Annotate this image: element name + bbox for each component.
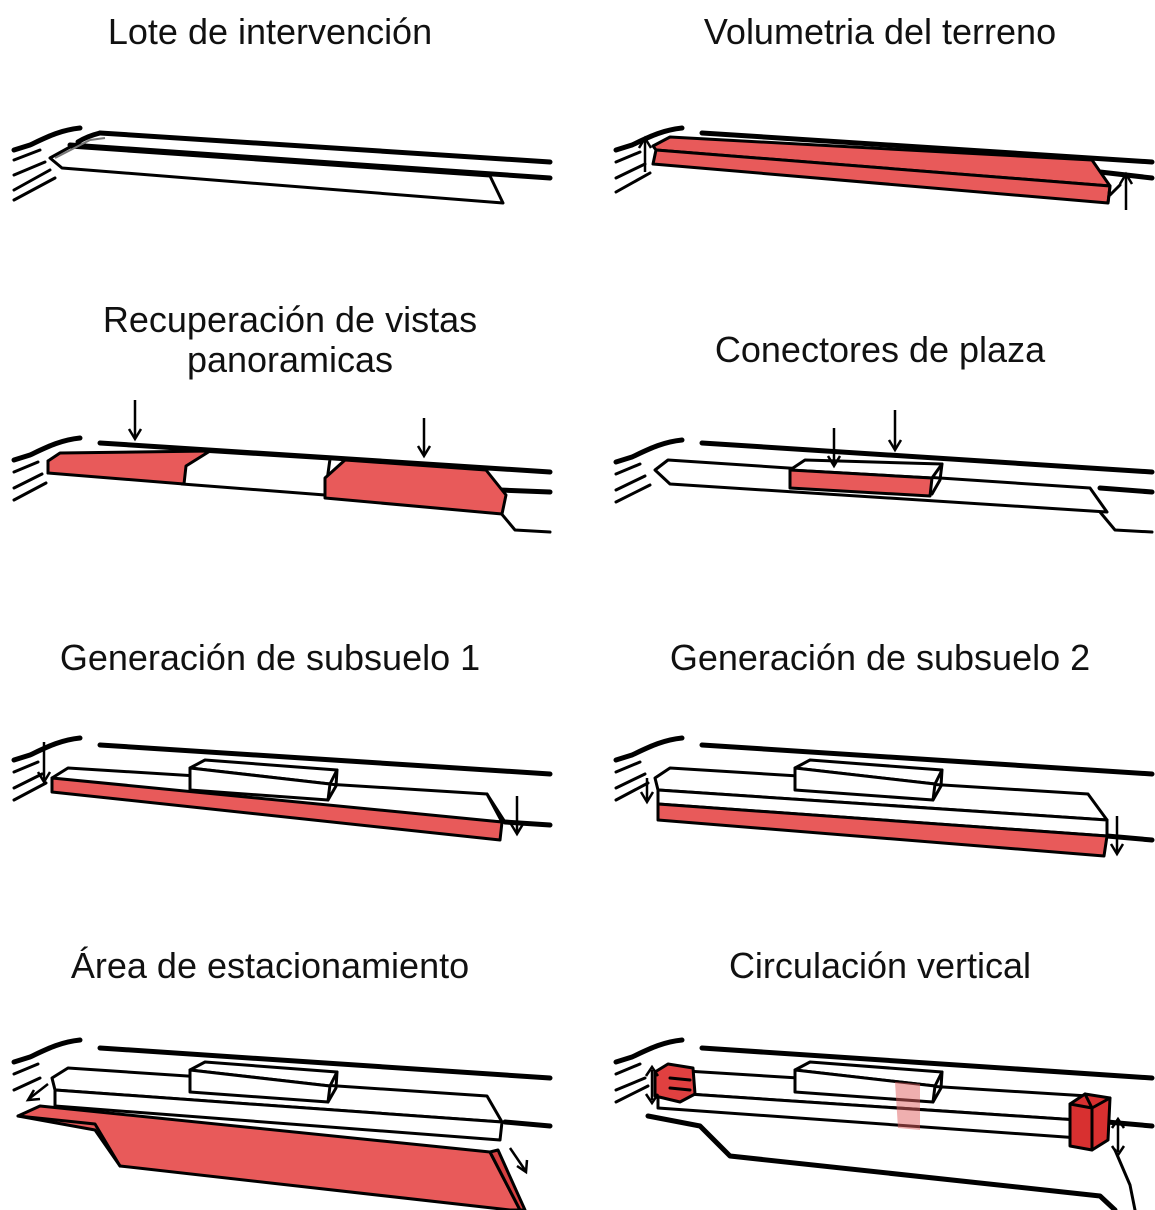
stair-core-left xyxy=(653,1062,697,1104)
panel-estacionamiento-drawing xyxy=(11,1037,553,1210)
panel-subsuelo2-drawing xyxy=(613,735,1155,858)
panel-lote-drawing xyxy=(11,125,553,205)
panel-volumetria-drawing xyxy=(613,125,1155,210)
panel-title-circulacion: Circulación vertical xyxy=(728,945,1032,986)
arrow-icon xyxy=(29,1083,49,1099)
panel-title-conectores: Conectores de plaza xyxy=(714,329,1046,370)
panel-title-vistas: Recuperación de vistas panoramicas xyxy=(102,299,478,380)
panel-title-estacionamiento: Área de estacionamiento xyxy=(70,945,470,986)
plaza-connector xyxy=(788,468,934,498)
panel-title-volumetria: Volumetria del terreno xyxy=(703,11,1057,52)
arrow-icon xyxy=(508,1147,527,1171)
panel-conectores-drawing xyxy=(613,410,1155,534)
parking-slab xyxy=(16,1104,522,1210)
panel-title-lote: Lote de intervención xyxy=(107,11,433,52)
panel-vistas-drawing xyxy=(11,400,553,534)
view-block-left xyxy=(46,449,212,486)
subsoil-slab-2 xyxy=(656,802,1109,858)
panel-title-subsuelo1: Generación de subsuelo 1 xyxy=(59,637,481,678)
panel-subsuelo1-drawing xyxy=(11,735,553,842)
view-block-right xyxy=(323,458,508,516)
lot-outline xyxy=(48,145,505,205)
panel-title-subsuelo2: Generación de subsuelo 2 xyxy=(669,637,1091,678)
subsoil-slab-1 xyxy=(50,776,504,842)
panel-circulacion-drawing xyxy=(613,1037,1155,1210)
stair-core-middle-ghost xyxy=(895,1082,920,1130)
